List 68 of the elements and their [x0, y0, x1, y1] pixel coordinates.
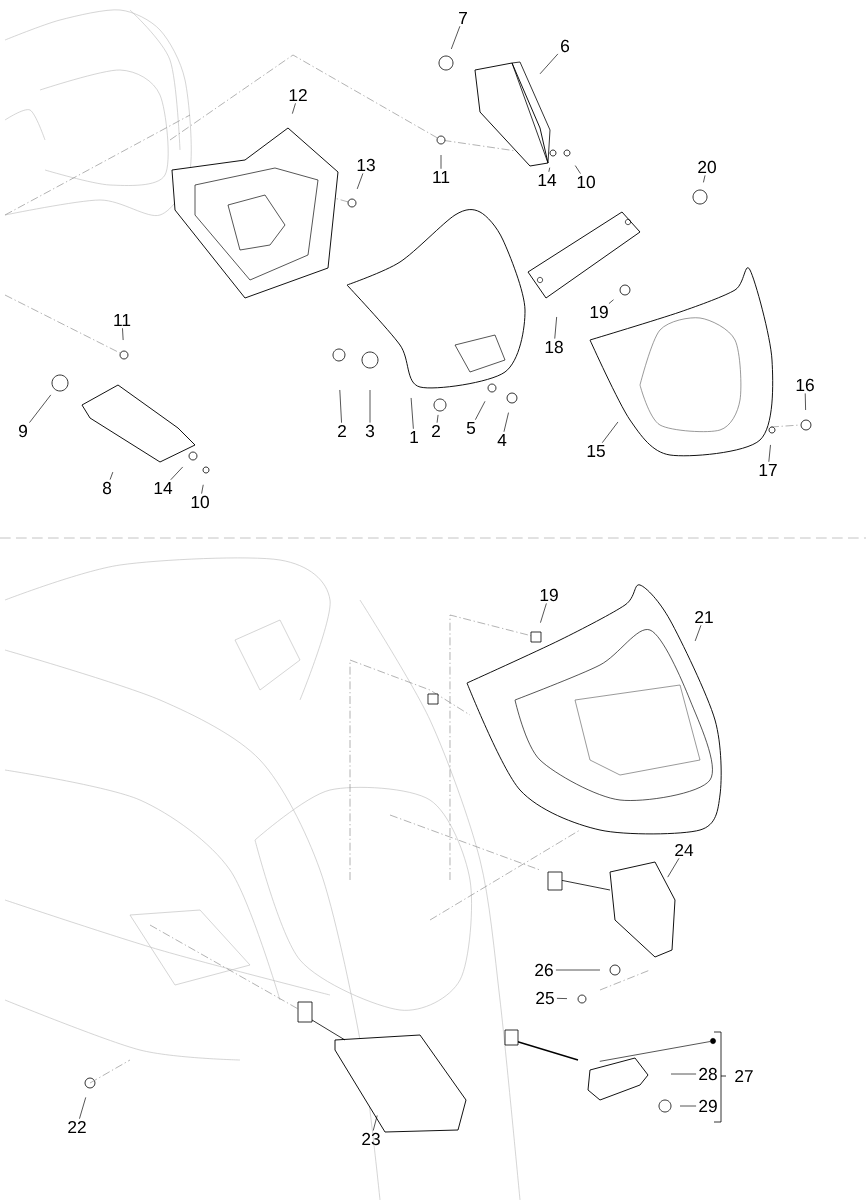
callout-number: 28 [699, 1067, 717, 1081]
callout-number: 12 [289, 88, 307, 102]
leader-line [410, 397, 414, 430]
leader-line [554, 316, 557, 339]
leader-line [450, 25, 461, 50]
callout-number: 2 [338, 424, 346, 438]
callout-number: 14 [538, 174, 557, 186]
callout-number: 9 [19, 424, 27, 438]
leader-line [122, 327, 124, 341]
callout-number: 10 [191, 495, 209, 509]
leader-line [292, 103, 296, 114]
leader-line [768, 444, 771, 463]
callout-number: 26 [535, 963, 553, 977]
leader-line [804, 393, 806, 411]
leader-line [79, 1097, 87, 1120]
leader-line [356, 173, 364, 190]
callout-number: 22 [68, 1120, 86, 1134]
leader-line [679, 1105, 697, 1107]
leader-line [555, 969, 601, 971]
callout-number: 25 [536, 991, 554, 1005]
callout-number: 27 [735, 1069, 753, 1083]
callout-number: 13 [357, 158, 375, 172]
leader-line [369, 389, 371, 423]
leader-line [201, 484, 204, 494]
callout-number: 19 [540, 588, 558, 602]
callout-number: 17 [759, 464, 777, 476]
leader-line [601, 421, 619, 444]
leader-line [109, 471, 114, 480]
callout-number: 21 [695, 610, 713, 624]
callout-number: 18 [545, 340, 563, 354]
leader-line [694, 625, 702, 642]
leader-line [556, 998, 568, 999]
leader-line [599, 1041, 711, 1062]
leader-line [667, 858, 680, 878]
callout-number: 23 [362, 1132, 380, 1146]
callout-number: 4 [497, 434, 507, 446]
callout-number: 15 [587, 444, 605, 458]
callout-number: 20 [698, 160, 716, 174]
leader-line [574, 165, 581, 174]
leader-line [440, 154, 442, 170]
callout-number: 29 [699, 1099, 717, 1113]
leader-line [436, 414, 439, 424]
leader-line [539, 53, 559, 75]
leader-line [540, 603, 547, 623]
callout-number: 14 [154, 482, 173, 494]
leader-line [703, 175, 706, 183]
callout-number: 1 [410, 431, 418, 443]
callout-number: 2 [432, 424, 440, 438]
callout-number: 3 [365, 424, 375, 438]
callout-number: 16 [796, 378, 814, 392]
callout-number: 24 [675, 843, 694, 857]
leader-line [503, 412, 509, 433]
callout-number: 5 [466, 421, 476, 435]
callout-number: 11 [114, 314, 131, 326]
leader-line [475, 400, 486, 421]
leader-line [339, 389, 342, 424]
leader-line [670, 1073, 697, 1075]
leader-line [608, 299, 614, 304]
callout-number: 10 [577, 175, 595, 189]
leader-line [372, 1115, 378, 1131]
callout-number: 6 [561, 39, 570, 53]
leader-line [548, 167, 551, 173]
leader-line [29, 394, 52, 423]
leader-line [170, 466, 184, 481]
callout-number: 7 [459, 12, 467, 24]
callout-number: 8 [102, 481, 112, 495]
callout-number: 11 [433, 171, 450, 183]
callout-number: 19 [590, 305, 608, 319]
